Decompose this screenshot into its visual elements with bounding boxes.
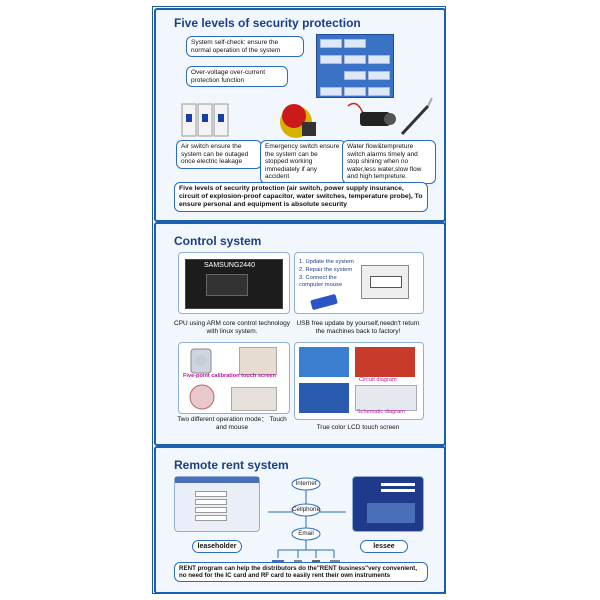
status-cell — [368, 87, 390, 96]
usb-step: 1. Update the system — [299, 259, 354, 265]
schematic-image — [355, 385, 417, 411]
status-cell — [344, 87, 366, 96]
circuit-image — [355, 347, 415, 377]
cpu-board-image: SAMSUNG2440 — [185, 259, 283, 309]
leaseholder-label: leaseholder — [192, 540, 242, 553]
security-title: Five levels of security protection — [174, 16, 361, 30]
lessee-label: lessee — [360, 540, 408, 553]
status-cell — [344, 39, 366, 48]
leaseholder-window — [174, 476, 260, 532]
calibration-label: Five-point calibration touch screen — [183, 373, 276, 379]
air-switch-bubble: Air switch ensure the system can be outa… — [176, 140, 262, 169]
emergency-bubble: Emergency switch ensure the system can b… — [260, 140, 346, 184]
cpu-board-panel: SAMSUNG2440 — [178, 252, 290, 314]
status-cell — [368, 55, 390, 64]
network-diagram — [268, 477, 346, 572]
lcd-caption: True color LCD touch screen — [316, 424, 400, 431]
mode-caption: Two different operation mode： Touch and … — [177, 416, 287, 431]
rent-title: Remote rent system — [174, 458, 289, 472]
board-image — [299, 383, 349, 413]
device-image — [189, 384, 215, 410]
air-switch-image — [181, 103, 229, 137]
rent-panel: Remote rent system Internet Cellphone Em… — [154, 446, 446, 594]
network-node: Cellphone — [292, 506, 320, 513]
touchscreen-device-image — [190, 348, 212, 374]
circuit-label: Circuit diagram — [359, 377, 397, 383]
emergency-switch-image — [280, 104, 316, 138]
usb-port-image — [361, 265, 409, 299]
mouse-hand-image — [231, 387, 277, 411]
touch-mouse-panel: Five-point calibration touch screen — [178, 342, 290, 414]
finger-touch-image — [239, 347, 277, 375]
board-label: SAMSUNG2440 — [204, 262, 255, 269]
lessee-window — [352, 476, 424, 532]
usb-update-panel: 1. Update the system 2. Repair the syste… — [294, 252, 424, 314]
waterflow-bubble: Water flow&tempreture switch alarms time… — [342, 140, 436, 184]
usb-caption: USB free update by yourself,needn't retu… — [296, 320, 420, 335]
security-panel: Five levels of security protection Syste… — [154, 8, 446, 222]
control-title: Control system — [174, 234, 262, 248]
overvoltage-bubble: Over-voltage over-current protection fun… — [186, 66, 288, 87]
usb-step: 3. Connect the computer mouse — [299, 275, 343, 288]
schematic-label: Schematic diagram — [357, 409, 405, 415]
usb-stick-image — [310, 294, 338, 310]
usb-step: 2. Repair the system — [299, 267, 353, 273]
status-cell — [320, 87, 342, 96]
network-node: Email — [298, 530, 314, 537]
water-flow-switch-image — [347, 97, 433, 136]
lcd-screen-image — [299, 347, 349, 377]
status-cell — [344, 55, 366, 64]
security-summary: Five levels of security protection (air … — [174, 182, 428, 212]
control-panel: Control system SAMSUNG2440 CPU using ARM… — [154, 222, 446, 446]
network-node: Internet — [295, 480, 317, 487]
selfcheck-bubble: System self-check: ensure the normal ope… — [186, 36, 304, 57]
status-cell — [320, 55, 342, 64]
status-grid — [316, 34, 394, 98]
rent-summary: RENT program can help the distributors d… — [174, 562, 428, 583]
status-cell — [320, 39, 342, 48]
status-cell — [344, 71, 366, 80]
status-cell — [368, 71, 390, 80]
lcd-panel: Circuit diagram Schematic diagram — [294, 342, 424, 420]
cpu-caption: CPU using ARM core control technology wi… — [174, 320, 290, 335]
